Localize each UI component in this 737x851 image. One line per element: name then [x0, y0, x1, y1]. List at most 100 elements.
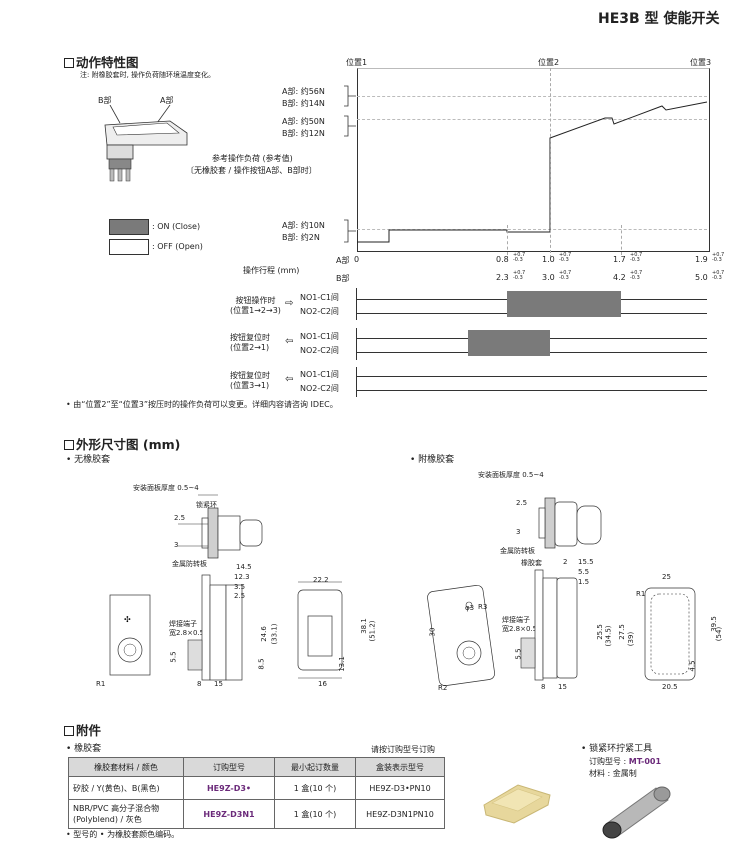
arrow-left-icon: ⇦ [285, 374, 294, 385]
dim-label: 2.5 [174, 514, 186, 522]
tolerance: +0.7-0.3 [513, 270, 526, 281]
section-title-accessories: 附件 [64, 720, 101, 739]
force-curve [357, 101, 708, 243]
stroke-a-08: 0.8 [496, 255, 509, 264]
force-graph [357, 68, 710, 252]
tolerance: +0.7-0.3 [712, 252, 725, 263]
dim-label: (51.2) [368, 620, 377, 642]
arrow-left-icon: ⇦ [285, 336, 294, 347]
signal-line [357, 390, 707, 391]
panel-thickness-label-right: 安装面板厚度 0.5~4 [478, 471, 544, 479]
position-1-label: 位置1 [346, 58, 368, 67]
dim-label: 5.5 [578, 568, 590, 576]
dim-label: 2 [563, 558, 568, 566]
dim-label: (39) [627, 631, 636, 647]
left-drawing-title: • 无橡胶套 [66, 455, 111, 465]
dim-label: 16 [318, 680, 327, 688]
load-a56: A部: 约56N [282, 87, 325, 96]
dim-label: 15.5 [578, 558, 594, 566]
dim-label: 8.5 [257, 658, 266, 670]
tool-model: 订购型号 : MT-001 [589, 757, 662, 766]
state-row-2-c2: NO2-C2间 [300, 346, 339, 355]
tolerance: +0.7-0.3 [630, 270, 643, 281]
dim-label: 2.5 [516, 499, 528, 507]
state-row-2-c1: NO1-C1间 [300, 332, 339, 341]
dim-label: 22.2 [313, 576, 329, 584]
position-2-label: 位置2 [538, 58, 560, 67]
stroke-b-30: 3.0 [542, 273, 555, 282]
rubber-cover-label: 橡胶套 [521, 559, 542, 567]
dim-label: R1 [636, 590, 646, 598]
dim-label: (33.1) [270, 623, 279, 645]
dim-label: 15 [214, 680, 223, 688]
section-marker-icon [64, 58, 74, 68]
dim-label: 25 [662, 573, 671, 581]
dim-label: 30 [428, 627, 437, 637]
dim-label: 15 [558, 683, 567, 691]
tolerance: +0.7-0.3 [559, 252, 572, 263]
footnote: • 由“位置2”至“位置3”按压时的操作负荷可以变更。详细内容请咨询 IDEC。 [66, 400, 338, 409]
table-cell: HE9Z-D3N1 [183, 799, 275, 829]
stroke-axis-title: 操作行程 (mm) [243, 266, 300, 275]
legend-on-swatch [109, 219, 149, 235]
state-row-3-c2: NO2-C2间 [300, 384, 339, 393]
load-braces [344, 85, 356, 243]
table-cell: HE9Z-D3N1PN10 [355, 799, 445, 829]
dim-label: 12.3 [234, 573, 250, 581]
dim-label: R2 [438, 684, 448, 692]
load-b14: B部: 约14N [282, 99, 325, 108]
load-b2: B部: 约2N [282, 233, 320, 242]
anti-rotation-plate-label-right: 金属防转板 [500, 547, 535, 555]
graph-note-line1: 参考操作负荷 (参考值) [212, 154, 293, 163]
state-row-1-c1: NO1-C1间 [300, 293, 339, 302]
load-a10: A部: 约10N [282, 221, 325, 230]
state-row-1-c2: NO2-C2间 [300, 307, 339, 316]
dim-label: 3 [516, 528, 521, 536]
table-header: 订购型号 [183, 757, 275, 777]
table-cell: HE9Z-D3• [183, 776, 275, 800]
dim-label: 3.5 [234, 583, 246, 591]
axis-line [356, 328, 357, 360]
stroke-a-19: 1.9 [695, 255, 708, 264]
dim-label: 4.5 [688, 660, 697, 672]
stroke-a-10: 1.0 [542, 255, 555, 264]
legend-off-swatch [109, 239, 149, 255]
state-row-2-label: 按钮复位时(位置2→1) [230, 333, 270, 352]
tolerance: +0.7-0.3 [559, 270, 572, 281]
dim-label: 2.5 [234, 592, 246, 600]
stroke-a-0: 0 [354, 255, 360, 264]
table-cell: 1 盒(10 个) [274, 799, 356, 829]
stroke-b-label: B部 [336, 274, 350, 283]
rubber-cover-image [483, 784, 551, 824]
gridline [550, 68, 551, 258]
switch-illustration [104, 105, 188, 182]
stroke-a-label: A部 [336, 256, 350, 265]
stroke-b-42: 4.2 [613, 273, 626, 282]
tool-material: 材料 : 金属制 [589, 769, 637, 778]
section-marker-icon [64, 440, 74, 450]
state-row-3-label: 按钮复位时(位置3→1) [230, 371, 270, 390]
load-a50: A部: 约50N [282, 117, 325, 126]
dim-label: 14.5 [236, 563, 252, 571]
position-3-label: 位置3 [690, 58, 712, 67]
axis-line [356, 288, 357, 320]
table-cell: HE9Z-D3•PN10 [355, 776, 445, 800]
tolerance: +0.7-0.3 [712, 270, 725, 281]
signal-line [357, 376, 707, 377]
dim-label: 5.5 [514, 648, 523, 660]
lock-ring-label: 锁紧环 [196, 501, 217, 509]
panel-thickness-label: 安装面板厚度 0.5~4 [133, 484, 199, 492]
arrow-right-icon: ⇨ [285, 298, 294, 309]
dim-label: 24.6 [259, 626, 268, 642]
dim-label: 8 [541, 683, 546, 691]
stroke-a-17: 1.7 [613, 255, 626, 264]
dim-label: 25.5 [595, 624, 604, 640]
on-band [507, 291, 621, 317]
tolerance: +0.7-0.3 [630, 252, 643, 263]
table-cell: 矽胶 / Y(黄色)、B(黑色) [68, 776, 184, 800]
right-drawing-title: • 附橡胶套 [410, 455, 455, 465]
table-note: • 型号的 • 为橡胶套颜色编码。 [66, 830, 180, 839]
dim-label: R1 [96, 680, 106, 688]
state-row-1-label: 按钮操作时(位置1→2→3) [230, 296, 281, 315]
rubber-cover-subtitle: • 橡胶套 [66, 744, 102, 754]
